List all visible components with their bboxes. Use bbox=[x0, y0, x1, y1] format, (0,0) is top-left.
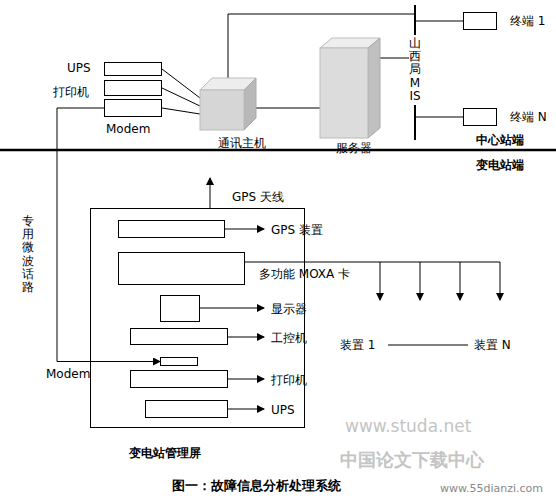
host-cube bbox=[200, 78, 256, 130]
node-label: 山西局 MIS bbox=[409, 35, 421, 105]
ups-box: UPS bbox=[145, 400, 228, 418]
watermark: www.55dianzi.com bbox=[440, 482, 543, 495]
server: 服务器 bbox=[320, 38, 380, 138]
server-tower bbox=[320, 38, 380, 138]
connector bbox=[416, 117, 463, 118]
modem-box: Modem bbox=[104, 99, 162, 117]
printer-box: 打印机 bbox=[130, 370, 228, 388]
mis-bus: 山西局 MIS bbox=[414, 5, 416, 140]
node-label: 终端 1 bbox=[510, 14, 545, 28]
node-label: UPS bbox=[271, 403, 295, 417]
ipc-box: 工控机 bbox=[130, 328, 228, 345]
panel-title: 变电站管理屏 bbox=[129, 446, 201, 460]
link-label: 专用微波话路 bbox=[22, 215, 34, 294]
node-label: 显示器 bbox=[271, 302, 307, 316]
node-label: 终端 N bbox=[510, 110, 547, 124]
node-label: Modem bbox=[106, 122, 150, 136]
node-label: 多功能 MOXA 卡 bbox=[259, 267, 350, 281]
monitor-box: 显示器 bbox=[160, 295, 200, 322]
terminal-box: 终端 1 bbox=[463, 12, 497, 30]
printer-box: 打印机 bbox=[104, 80, 162, 96]
device-label: 装置 1 bbox=[340, 338, 375, 352]
ups-box: UPS bbox=[104, 62, 162, 76]
comm-host: 通讯主机 bbox=[200, 78, 256, 130]
site-name: 变电站端 bbox=[476, 158, 524, 172]
gps-box: GPS 装置 bbox=[118, 220, 225, 238]
connector bbox=[162, 69, 200, 98]
site-name: 中心站端 bbox=[476, 133, 524, 147]
node-label: Modem bbox=[46, 367, 90, 381]
node-label: UPS bbox=[67, 61, 91, 75]
node-label: 打印机 bbox=[271, 373, 307, 387]
device-label: 装置 N bbox=[474, 338, 511, 352]
node-label: 服务器 bbox=[336, 141, 372, 155]
connector bbox=[416, 21, 463, 22]
connector bbox=[162, 108, 200, 114]
leader-lines bbox=[200, 178, 500, 409]
antenna-label: GPS 天线 bbox=[232, 190, 284, 204]
moxa-box: 多功能 MOXA 卡 bbox=[118, 252, 245, 285]
station-panel: 变电站管理屏GPS 装置多功能 MOXA 卡显示器工控机Modem打印机UPS bbox=[90, 208, 305, 428]
node-label: 打印机 bbox=[53, 85, 89, 99]
connector bbox=[256, 108, 320, 109]
node-label: 工控机 bbox=[271, 331, 307, 345]
node-label: 通讯主机 bbox=[218, 136, 266, 150]
watermark: 中国论文下载中心 bbox=[340, 449, 484, 471]
watermark: www.studa.net bbox=[345, 416, 471, 436]
modem-box: Modem bbox=[160, 357, 198, 366]
figure-caption: 图一：故障信息分析处理系统 bbox=[172, 478, 341, 494]
terminal-box: 终端 N bbox=[463, 108, 497, 126]
node-label: GPS 装置 bbox=[271, 223, 323, 237]
site-divider bbox=[0, 149, 556, 152]
connector bbox=[162, 88, 200, 106]
